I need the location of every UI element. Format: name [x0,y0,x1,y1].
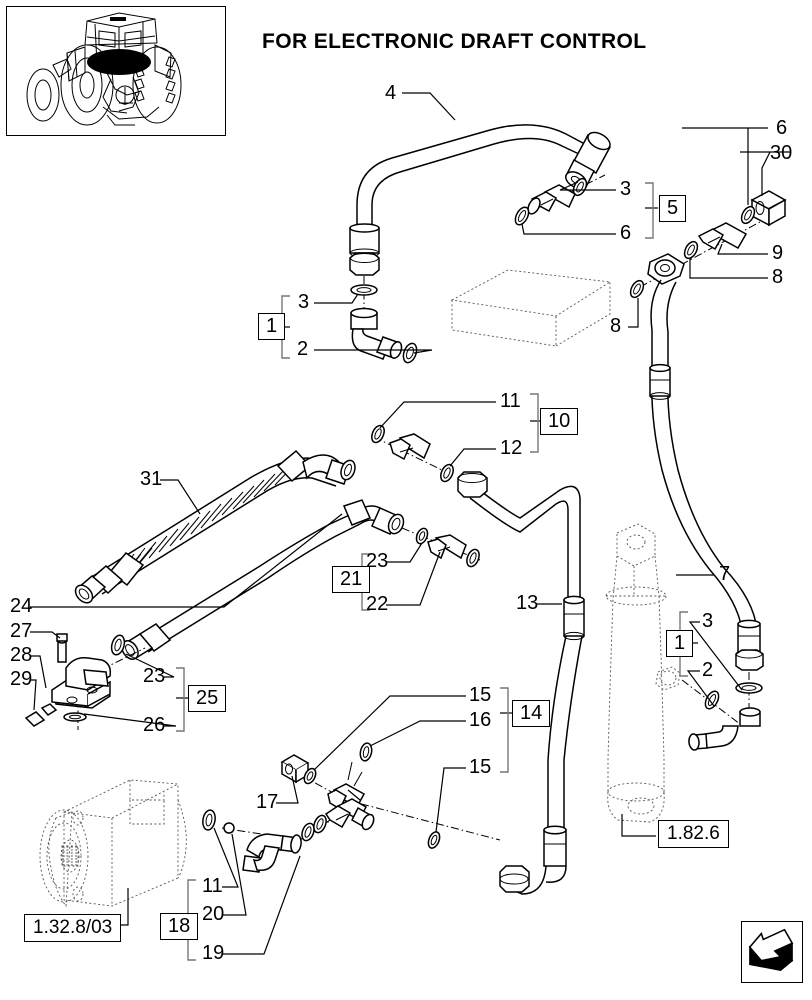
callout-2-left: 2 [297,338,309,360]
callout-3-cyl: 3 [702,610,714,632]
callout-6-upper: 6 [620,222,632,244]
callout-16: 16 [469,709,492,731]
assembly-5 [514,174,606,226]
callout-29: 29 [10,668,33,690]
callout-17: 17 [256,791,279,813]
assembly-25 [24,633,146,730]
callout-23-bot: 23 [143,665,166,687]
ref-box-5[interactable]: 5 [659,195,687,222]
hydraulic-pump [39,779,187,908]
assembly-18 [202,809,331,873]
xref-box-1-82-6[interactable]: 1.82.6 [658,820,729,848]
callout-9: 9 [772,242,784,264]
tractor-illustration [6,6,226,136]
hose-31 [74,449,356,604]
callout-24: 24 [10,595,33,617]
callout-4: 4 [385,82,397,104]
callout-7: 7 [719,563,731,585]
callout-15-top: 15 [469,684,492,706]
xref-box-1-32-8-03[interactable]: 1.32.8/03 [24,914,122,942]
assembly-1-upper [350,276,418,364]
hose-4 [349,124,612,276]
callout-28: 28 [10,644,33,666]
ref-box-1-bottom[interactable]: 1 [666,630,694,657]
ref-box-21[interactable]: 21 [332,566,371,593]
page-title: FOR ELECTRONIC DRAFT CONTROL [262,30,647,53]
callout-27: 27 [10,620,33,642]
callout-3-upper: 3 [620,178,632,200]
callout-3-left: 3 [298,291,310,313]
callout-11: 11 [500,390,521,412]
callout-23-top: 23 [366,550,389,572]
hydraulic-cylinder [605,523,681,823]
arrow-icon [748,928,794,971]
hose-24 [121,499,405,660]
callout-30: 30 [770,142,793,164]
callout-20: 20 [202,903,225,925]
hose-7 [649,279,764,671]
callout-12: 12 [500,437,523,459]
ref-box-25[interactable]: 25 [188,685,227,712]
callout-22: 22 [366,593,389,615]
kit-box [450,269,612,347]
assembly-14 [280,742,501,849]
ref-box-18[interactable]: 18 [160,913,199,940]
assembly-1-cylinder [681,672,763,751]
callout-11-bot: 11 [202,875,223,897]
tractor-icon [26,12,182,126]
callout-19: 19 [202,942,225,964]
ref-box-14[interactable]: 14 [512,700,551,727]
forward-direction-symbol [741,921,803,983]
ref-box-1-top[interactable]: 1 [258,313,286,340]
leader-lines [30,92,790,955]
callout-31: 31 [140,468,163,490]
callout-26: 26 [143,714,166,736]
hose-13 [457,471,585,895]
callout-6-tr: 6 [776,117,788,139]
callout-8-right: 8 [772,266,784,288]
callout-13: 13 [516,592,539,614]
callout-2-cyl: 2 [702,659,714,681]
assembly-10 [371,424,454,483]
ref-box-10[interactable]: 10 [540,408,579,435]
callout-15-bot: 15 [469,756,492,778]
assembly-21 [401,527,481,568]
assembly-9 [629,190,787,299]
callout-8-mid: 8 [610,315,622,337]
